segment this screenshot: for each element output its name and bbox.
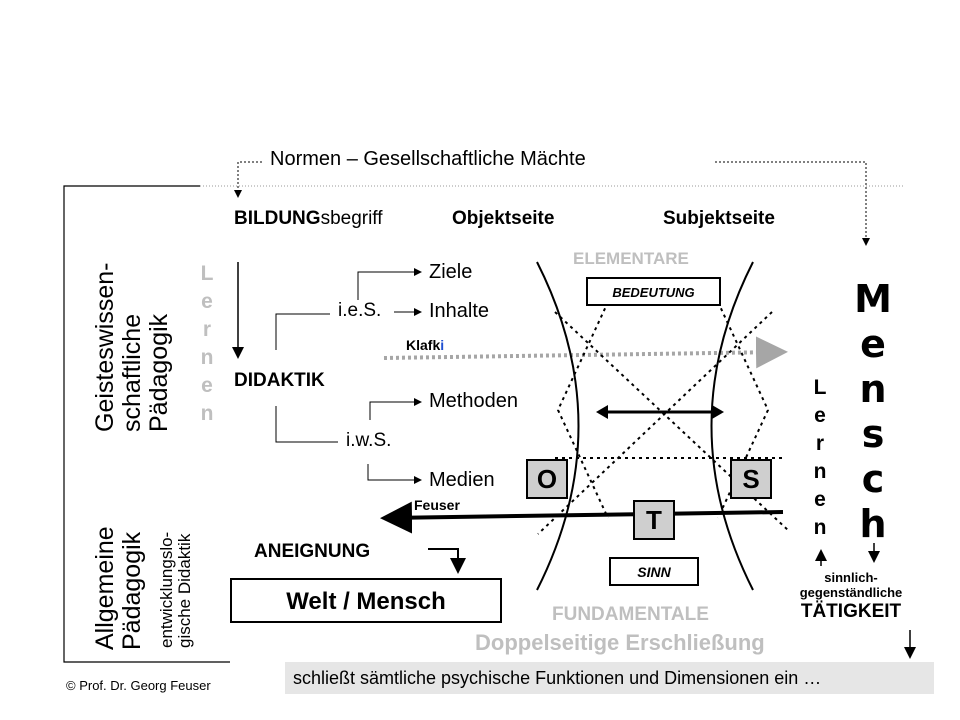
- vertical-line-6: entwicklungslo-: [157, 531, 176, 648]
- welt-mensch-box: Welt / Mensch: [230, 578, 502, 623]
- methoden-label: Methoden: [429, 390, 518, 412]
- summary-box: schließt sämtliche psychische Funktionen…: [285, 662, 934, 694]
- vertical-line-4: Allgemeine: [91, 526, 119, 650]
- elementare-label: ELEMENTARE: [573, 249, 689, 268]
- lernen-left-letter: r: [202, 318, 212, 341]
- mensch-letter: h: [859, 502, 887, 546]
- lernen-left-letter: n: [200, 402, 214, 425]
- klafki-arrow: [383, 336, 788, 369]
- doppelseitige-erschliessung: Doppelseitige Erschließung: [475, 630, 765, 655]
- lernen-right-letter: n: [813, 516, 827, 539]
- objektseite-heading: Objektseite: [452, 208, 555, 229]
- taetigkeit-line1: sinnlich-: [824, 570, 878, 585]
- lernen-right-letter: n: [813, 460, 827, 483]
- entwicklungslogische-didaktik: entwicklungslo- gische Didaktik: [157, 531, 194, 648]
- lernen-right-letter: r: [815, 432, 825, 455]
- taetigkeit-t-box: T: [633, 500, 675, 540]
- copyright: © Prof. Dr. Georg Feuser: [66, 678, 211, 693]
- medien-label: Medien: [429, 469, 495, 491]
- lernen-left-letter: e: [201, 290, 213, 313]
- mensch-vertical: M e n s c h: [850, 277, 896, 547]
- subjekt-s-box: S: [730, 459, 772, 499]
- geisteswissenschaftliche-paedagogik: Geisteswissen- schaftliche Pädagogik: [91, 262, 173, 433]
- didaktik-label: DIDAKTIK: [234, 370, 325, 391]
- mensch-letter: n: [859, 367, 887, 411]
- bildung-heading: BILDUNGsbegriff: [234, 208, 383, 230]
- bildung-rest: sbegriff: [320, 208, 383, 229]
- vertical-line-5: Pädagogik: [118, 531, 146, 650]
- objekt-o-box: O: [526, 459, 568, 499]
- norms-connector: [200, 161, 905, 246]
- norms-title: Normen – Gesellschaftliche Mächte: [270, 148, 586, 170]
- inhalte-label: Inhalte: [429, 300, 490, 322]
- fundamentale-label: FUNDAMENTALE: [552, 604, 709, 625]
- vertical-line-1: Geisteswissen-: [91, 262, 119, 433]
- lernen-left-letter: L: [200, 262, 214, 285]
- right-curve: [710, 261, 754, 591]
- sinn-box: SINN: [609, 557, 699, 586]
- vertical-line-2: schaftliche: [118, 313, 146, 432]
- klafki-label: Klafki: [406, 337, 444, 353]
- allgemeine-paedagogik: Allgemeine Pädagogik: [91, 526, 146, 650]
- mensch-letter: e: [860, 322, 886, 366]
- taetigkeit-title: TÄTIGKEIT: [800, 601, 902, 622]
- iws-label: i.w.S.: [346, 430, 392, 451]
- lernen-right: L e r n e n: [810, 374, 830, 542]
- bedeutung-box: BEDEUTUNG: [586, 277, 721, 306]
- ies-label: i.e.S.: [338, 300, 382, 321]
- taetigkeit-block: sinnlich- gegenständliche TÄTIGKEIT: [788, 570, 914, 624]
- aneignung-label: ANEIGNUNG: [254, 541, 371, 562]
- lernen-right-letter: e: [814, 488, 826, 511]
- mensch-letter: s: [861, 412, 885, 456]
- subjektseite-heading: Subjektseite: [663, 208, 775, 229]
- feuser-label: Feuser: [414, 497, 460, 513]
- ziele-label: Ziele: [429, 261, 473, 283]
- lernen-left-letter: e: [201, 374, 213, 397]
- aneignung-arrow: [428, 548, 466, 574]
- taetigkeit-arrows: [815, 543, 916, 659]
- left-curve: [536, 261, 580, 591]
- klafki-main: Klafk: [406, 337, 441, 353]
- mensch-letter: M: [854, 277, 892, 321]
- klafki-accent: i: [440, 337, 445, 353]
- feuser-arrow: [380, 501, 784, 534]
- vertical-line-3: Pädagogik: [145, 313, 173, 432]
- bildung-bold: BILDUNG: [234, 208, 321, 229]
- left-frame: [63, 185, 230, 663]
- double-arrow: [596, 405, 724, 419]
- didaktik-branches: [275, 268, 422, 484]
- mensch-letter: c: [861, 457, 885, 501]
- taetigkeit-line2: gegenständliche: [799, 585, 903, 600]
- lernen-right-letter: L: [813, 376, 827, 399]
- vertical-line-7: gische Didaktik: [174, 533, 194, 648]
- lernen-right-letter: e: [814, 404, 826, 427]
- lernen-left-letter: n: [200, 346, 214, 369]
- lernen-left: L e r n e n: [197, 260, 217, 428]
